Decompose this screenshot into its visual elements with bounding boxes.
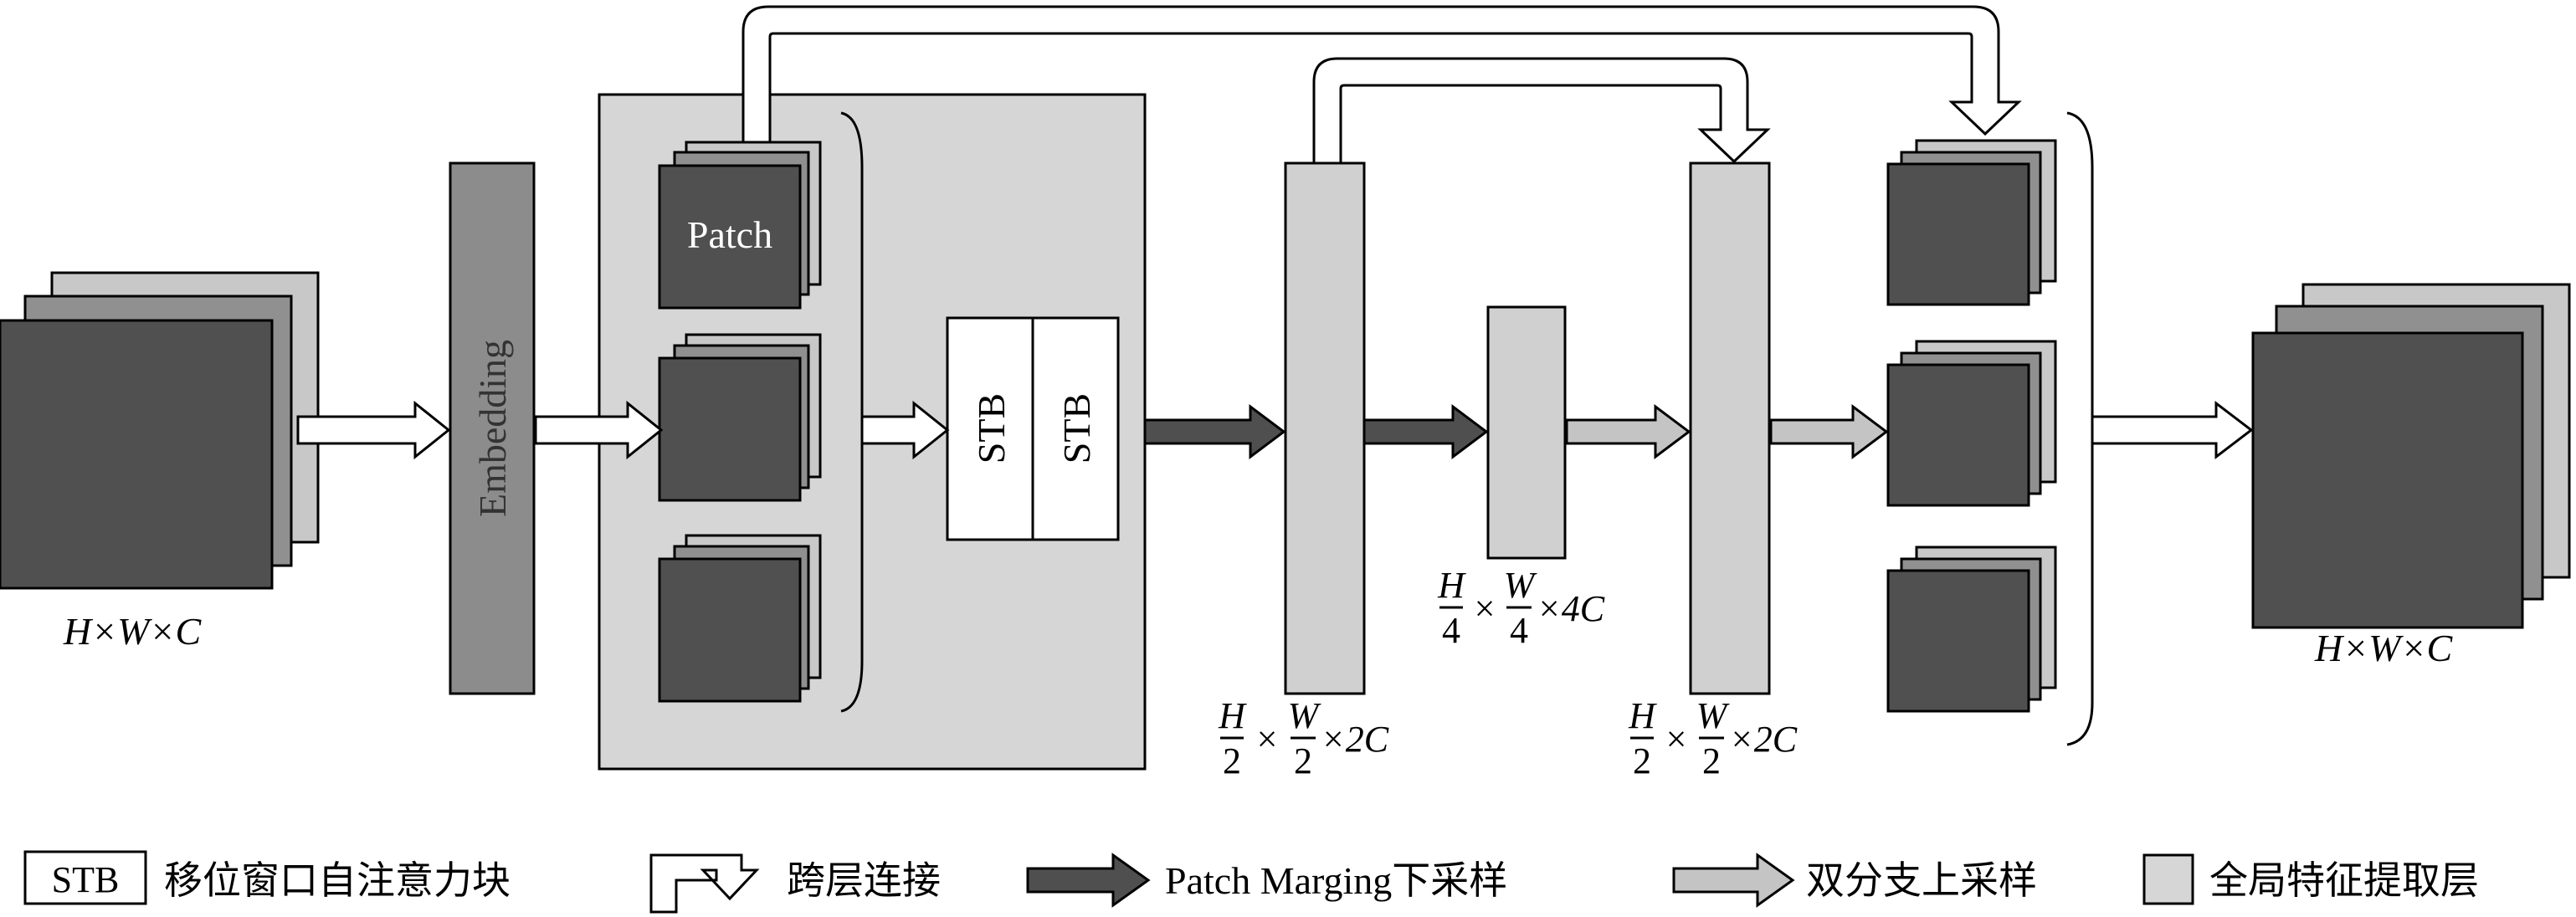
downsample-arrows	[1143, 404, 1489, 459]
legend-skip-icon	[649, 853, 760, 914]
svg-text:×4C: ×4C	[1537, 588, 1605, 629]
svg-text:×2C: ×2C	[1321, 719, 1389, 760]
downsample-block-1	[1284, 161, 1366, 695]
svg-text:H: H	[1437, 565, 1466, 606]
upsample-dim-label: H 2 × W 2 ×2C	[1628, 695, 1798, 781]
stb-block-2	[1031, 316, 1120, 541]
decoder-stack-3	[1886, 546, 2057, 713]
svg-text:×: ×	[1666, 719, 1687, 760]
legend-stb-symbol-box	[23, 850, 147, 905]
upsample-arrows	[1565, 404, 1889, 459]
patch-stack-3	[658, 534, 822, 703]
arrow-patch-stb	[860, 400, 950, 460]
patch-brace	[840, 111, 864, 713]
svg-text:4: 4	[1510, 610, 1528, 651]
legend-global-feature-swatch	[2142, 853, 2194, 905]
svg-text:×: ×	[1257, 719, 1278, 760]
upsample-block	[1689, 161, 1771, 695]
stb-label-2: STB	[1055, 393, 1098, 464]
decoder-stack-2	[1886, 340, 2057, 507]
arrow-decoder-output	[2091, 400, 2254, 460]
svg-text:H: H	[1628, 695, 1657, 736]
arrow-stb-downsample	[1143, 404, 1286, 459]
fraction-bars	[1220, 606, 1724, 740]
input-dim-label: H×W×C	[63, 610, 203, 653]
bottleneck-block	[1486, 305, 1567, 560]
svg-text:2: 2	[1294, 740, 1312, 781]
skip-connection-outer	[741, 5, 2022, 144]
legend-global-feature-text: 全局特征提取层	[2209, 859, 2479, 902]
arrow-downsample-bottleneck	[1362, 404, 1489, 459]
svg-text:H: H	[1218, 695, 1247, 736]
arrow-upsample-decoder	[1769, 404, 1889, 459]
stb-label-1: STB	[970, 393, 1013, 464]
arrow-bottleneck-upsample	[1565, 404, 1691, 459]
decoder-stack-1	[1886, 139, 2057, 306]
svg-text:2: 2	[1223, 740, 1241, 781]
embedding-block	[449, 161, 536, 695]
patch-stack-1	[658, 141, 822, 310]
patch-stack-2	[658, 333, 822, 502]
arrow-embedding-patch	[534, 400, 664, 460]
flow-arrows	[296, 400, 2254, 460]
patch-label: Patch	[687, 213, 772, 256]
input-feature-stack	[0, 271, 320, 590]
legend-downsample-text: Patch Marging下采样	[1165, 859, 1507, 902]
legend-skip-text: 跨层连接	[787, 859, 941, 902]
output-dim-label: H×W×C	[2314, 627, 2454, 669]
svg-text:×2C: ×2C	[1729, 719, 1798, 760]
svg-text:2: 2	[1702, 740, 1721, 781]
embedding-label: Embedding	[471, 340, 514, 517]
svg-text:W: W	[1288, 695, 1321, 736]
decoder-brace	[2066, 111, 2094, 746]
legend-upsample-text: 双分支上采样	[1806, 859, 2037, 902]
legend-stb-text: 移位窗口自注意力块	[164, 859, 511, 902]
legend-upsample-icon	[1672, 853, 1795, 908]
legend-downsample-icon	[1026, 853, 1151, 908]
skip-connection-inner	[1312, 57, 1771, 165]
downsample-dim-label: H 2 × W 2 ×2C	[1218, 695, 1389, 781]
output-feature-stack	[2251, 283, 2571, 629]
svg-text:W: W	[1696, 695, 1730, 736]
svg-text:4: 4	[1442, 610, 1460, 651]
arrow-input-embedding	[296, 400, 451, 460]
legend-stb-symbol: STB	[52, 859, 120, 900]
svg-text:×: ×	[1475, 588, 1496, 629]
svg-text:2: 2	[1633, 740, 1651, 781]
bottleneck-dim-label: H 4 × W 4 ×4C	[1437, 565, 1605, 651]
svg-text:W: W	[1504, 565, 1537, 606]
